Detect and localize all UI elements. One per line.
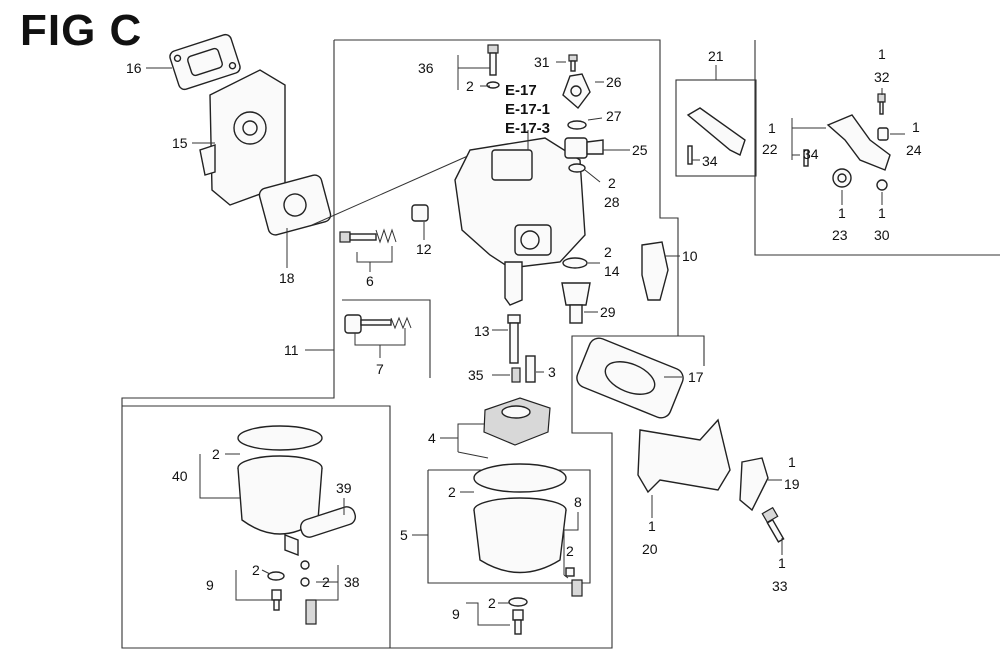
callout-22-qty: 1 (768, 120, 776, 136)
callout-38: 38 (344, 574, 360, 590)
gasket-16 (169, 33, 241, 91)
callout-32-qty: 1 (878, 46, 886, 62)
callout-19: 19 (784, 476, 800, 492)
choke-rod-7 (344, 314, 412, 334)
figure-title: FIG C (20, 6, 143, 55)
callout-9-left-qty: 2 (252, 562, 260, 578)
fuel-bowl-40 (237, 425, 323, 557)
callout-9-left: 9 (206, 577, 214, 593)
callout-34-b: 34 (803, 146, 819, 162)
callout-13: 13 (474, 323, 490, 339)
callout-3: 3 (548, 364, 556, 380)
washer-28 (568, 163, 586, 173)
callout-35: 35 (468, 367, 484, 383)
fuel-bowl-5 (473, 463, 567, 574)
callout-14-qty: 2 (604, 244, 612, 260)
callout-10: 10 (682, 248, 698, 264)
callout-21: 21 (708, 48, 724, 64)
callout-33-qty: 1 (778, 555, 786, 571)
bracket-20 (637, 418, 731, 494)
callout-23-qty: 1 (838, 205, 846, 221)
gasket-18 (258, 174, 332, 236)
lever-10 (641, 241, 669, 301)
callout-6: 6 (366, 273, 374, 289)
bolt-33 (761, 506, 785, 543)
float-4 (483, 397, 551, 446)
callout-14: 14 (604, 263, 620, 279)
gasket-17 (576, 337, 684, 419)
callout-26: 26 (606, 74, 622, 90)
callout-25: 25 (632, 142, 648, 158)
carburetor-body (454, 130, 586, 306)
lever-assy-22 (803, 93, 891, 191)
callout-24-qty: 1 (912, 119, 920, 135)
callout-7: 7 (376, 361, 384, 377)
callout-8-qty: 2 (566, 543, 574, 559)
callout-33: 33 (772, 578, 788, 594)
screw-set-6 (339, 228, 397, 244)
leader-lines (146, 55, 905, 626)
callout-27: 27 (606, 108, 622, 124)
callout-5: 5 (400, 527, 408, 543)
callout-29: 29 (600, 304, 616, 320)
bolt-9-left (267, 571, 285, 611)
section-ref-e17-3: E-17-3 (505, 120, 550, 137)
callout-30: 30 (874, 227, 890, 243)
callout-12: 12 (416, 241, 432, 257)
jet-13 (507, 314, 521, 364)
drain-38 (300, 560, 317, 625)
callout-8: 8 (574, 494, 582, 510)
callout-28-qty: 2 (608, 175, 616, 191)
callout-36: 36 (418, 60, 434, 76)
callout-11: 11 (284, 342, 299, 358)
callout-40-qty: 2 (212, 446, 220, 462)
section-ref-e17-1: E-17-1 (505, 101, 550, 118)
callout-28: 28 (604, 194, 620, 210)
callout-18: 18 (279, 270, 295, 286)
cap-26 (562, 73, 591, 110)
clip-19 (739, 457, 769, 512)
lever-21 (686, 107, 746, 165)
jet-35 (511, 367, 521, 383)
callout-9-lower-qty: 2 (488, 595, 496, 611)
callout-39: 39 (336, 480, 352, 496)
callout-4: 4 (428, 430, 436, 446)
callout-38-qty: 2 (322, 574, 330, 590)
callout-15: 15 (172, 135, 188, 151)
callout-20-qty: 1 (648, 518, 656, 534)
jet-3 (525, 355, 536, 383)
callout-9-lower: 9 (452, 606, 460, 622)
callout-32: 32 (874, 69, 890, 85)
callout-34-a: 34 (702, 153, 718, 169)
callout-17: 17 (688, 369, 704, 385)
tube-39 (299, 506, 357, 538)
screw-31 (568, 54, 578, 72)
callout-23: 23 (832, 227, 848, 243)
plug-12 (411, 204, 429, 222)
section-ref-e17: E-17 (505, 82, 537, 99)
o-ring-27 (567, 120, 587, 130)
callout-20: 20 (642, 541, 658, 557)
callout-24: 24 (906, 142, 922, 158)
callout-36-qty: 2 (466, 78, 474, 94)
drain-screw-8 (565, 567, 583, 597)
valve-seat-29 (561, 282, 591, 324)
callout-5-qty: 2 (448, 484, 456, 500)
callout-22: 22 (762, 141, 778, 157)
callout-31: 31 (534, 54, 550, 70)
o-ring-14 (562, 257, 588, 269)
insulator-bracket-15 (199, 69, 286, 206)
callout-40: 40 (172, 468, 188, 484)
callout-19-qty: 1 (788, 454, 796, 470)
callouts: 16 15 18 36 2 31 26 27 25 2 28 12 6 2 14… (126, 46, 922, 622)
callout-16: 16 (126, 60, 142, 76)
bolt-9-lower (508, 597, 528, 635)
valve-25 (564, 137, 604, 159)
bolt-36 (486, 44, 500, 89)
callout-30-qty: 1 (878, 205, 886, 221)
